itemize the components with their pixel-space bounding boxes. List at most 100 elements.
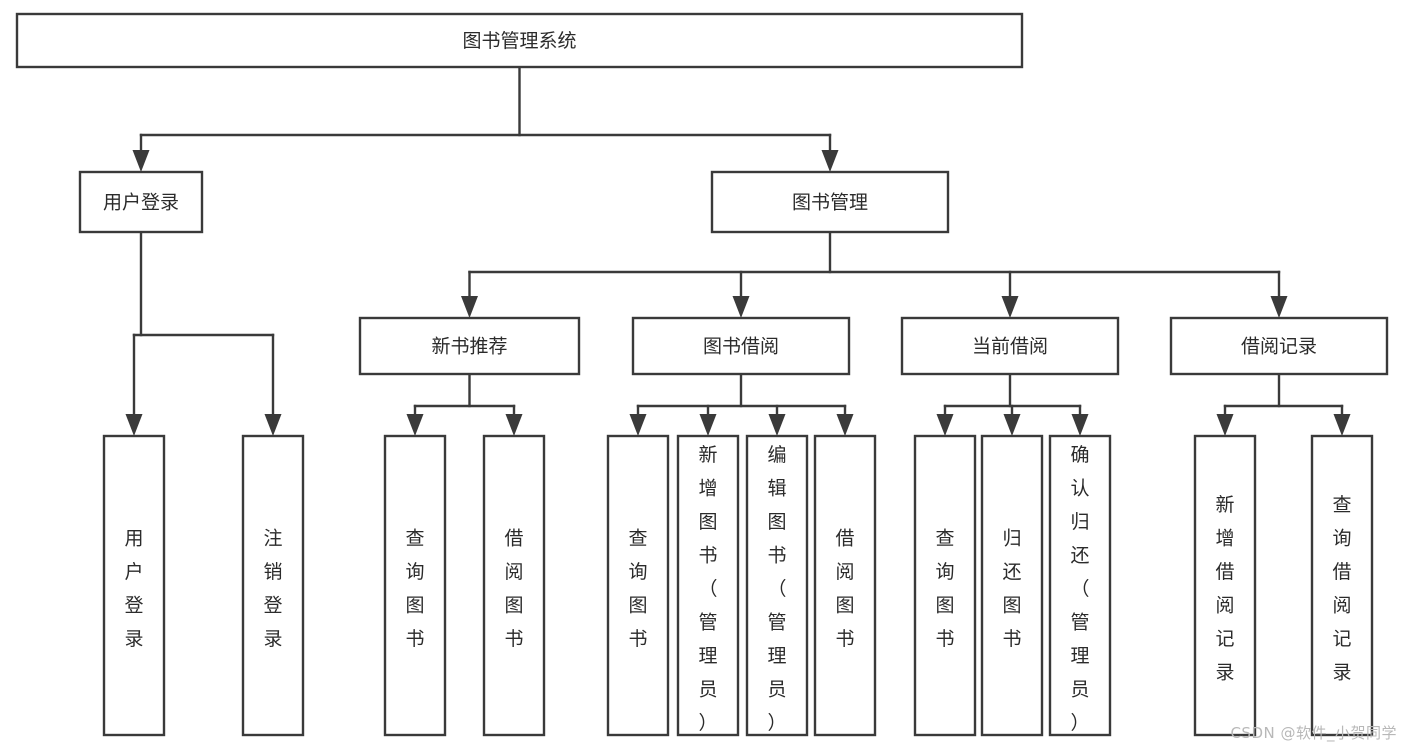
node-label: 借阅记录	[1241, 336, 1317, 358]
leaf-label-char: 录	[1215, 662, 1234, 684]
node-box	[1193, 434, 1257, 737]
arrow-head	[125, 414, 143, 436]
leaf-label-char: 理	[698, 645, 717, 667]
node-book-borrow[interactable]: 图书借阅	[631, 316, 851, 376]
leaf-label-char: 查	[628, 528, 647, 550]
leaf-label-char: 书	[935, 628, 954, 650]
arrow-head	[821, 150, 839, 172]
node-leaf-user-login[interactable]: 用户登录	[102, 434, 166, 737]
node-new-book-rec[interactable]: 新书推荐	[358, 316, 581, 376]
leaf-label-char: 注	[263, 528, 282, 550]
leaf-label-char: 书	[504, 628, 523, 650]
leaf-label-char: 增	[1215, 528, 1234, 550]
leaf-label-char: 还	[1070, 544, 1089, 566]
leaf-label-char: 理	[767, 645, 786, 667]
arrow-head	[1270, 296, 1288, 318]
node-box	[15, 12, 1024, 69]
leaf-label-char: 书	[698, 544, 717, 566]
leaf-label-char: 新	[1215, 494, 1234, 516]
leaf-label-char: 借	[1332, 561, 1351, 583]
node-label: 图书管理系统	[462, 30, 576, 52]
leaf-label-char: 书	[835, 628, 854, 650]
node-box	[980, 434, 1044, 737]
arrow-head	[1071, 414, 1089, 436]
leaf-label-char: 阅	[835, 561, 854, 583]
node-box	[813, 434, 877, 737]
node-box	[241, 434, 305, 737]
leaf-label-char: 登	[124, 595, 143, 617]
arrow-head	[699, 414, 717, 436]
leaf-label-char: 查	[1332, 494, 1351, 516]
leaf-label-char: 阅	[1215, 595, 1234, 617]
leaf-label-char: 借	[1215, 561, 1234, 583]
arrow-head	[406, 414, 424, 436]
leaf-label-char: 理	[1070, 645, 1089, 667]
node-box	[710, 170, 950, 234]
leaf-label-char: 员	[767, 678, 786, 700]
node-book-manage[interactable]: 图书管理	[710, 170, 950, 234]
leaf-label-char: （	[1070, 578, 1089, 600]
leaf-label-char: 询	[1332, 528, 1351, 550]
leaf-label-char: 录	[1332, 662, 1351, 684]
leaf-label-char: （	[698, 578, 717, 600]
node-box	[383, 434, 447, 737]
leaf-label-char: 书	[405, 628, 424, 650]
node-user-login[interactable]: 用户登录	[78, 170, 204, 234]
node-box	[1169, 316, 1389, 376]
leaf-label-char: 图	[935, 595, 954, 617]
leaf-label-char: 图	[1002, 595, 1021, 617]
leaf-label-char: ）	[698, 712, 717, 734]
node-label: 图书借阅	[703, 336, 779, 358]
leaf-label-char: 记	[1215, 628, 1234, 650]
leaf-label-char: 归	[1070, 511, 1089, 533]
leaf-label-char: 管	[1070, 611, 1089, 633]
node-label: 图书管理	[792, 192, 868, 214]
leaf-label-char: 书	[628, 628, 647, 650]
node-box	[482, 434, 546, 737]
node-box	[900, 316, 1120, 376]
node-box	[745, 434, 809, 737]
node-root[interactable]: 图书管理系统	[15, 12, 1024, 69]
arrow-head	[1001, 296, 1019, 318]
leaf-label-char: （	[767, 578, 786, 600]
node-label: 当前借阅	[972, 336, 1048, 358]
leaf-label-char: 管	[767, 611, 786, 633]
leaf-label-char: 图	[405, 595, 424, 617]
leaf-label-char: 登	[263, 595, 282, 617]
leaf-label-char: 管	[698, 611, 717, 633]
leaf-label-char: 归	[1002, 528, 1021, 550]
node-borrow-record[interactable]: 借阅记录	[1169, 316, 1389, 376]
leaf-label-char: 认	[1070, 477, 1089, 499]
node-current-borrow[interactable]: 当前借阅	[900, 316, 1120, 376]
leaf-label-char: 图	[504, 595, 523, 617]
leaf-label-char: 录	[263, 628, 282, 650]
node-box	[676, 434, 740, 737]
leaf-label-char: 书	[767, 544, 786, 566]
leaf-label-char: 增	[698, 477, 717, 499]
leaf-label-char: 还	[1002, 561, 1021, 583]
leaf-label-char: 查	[935, 528, 954, 550]
node-box	[358, 316, 581, 376]
leaf-label-char: 图	[835, 595, 854, 617]
leaf-label-char: 询	[935, 561, 954, 583]
leaf-label-char: 录	[124, 628, 143, 650]
node-box	[606, 434, 670, 737]
leaf-label-char: 阅	[504, 561, 523, 583]
leaf-label-char: 员	[1070, 678, 1089, 700]
arrow-head	[768, 414, 786, 436]
leaf-label-char: 阅	[1332, 595, 1351, 617]
leaf-label-char: 借	[504, 528, 523, 550]
